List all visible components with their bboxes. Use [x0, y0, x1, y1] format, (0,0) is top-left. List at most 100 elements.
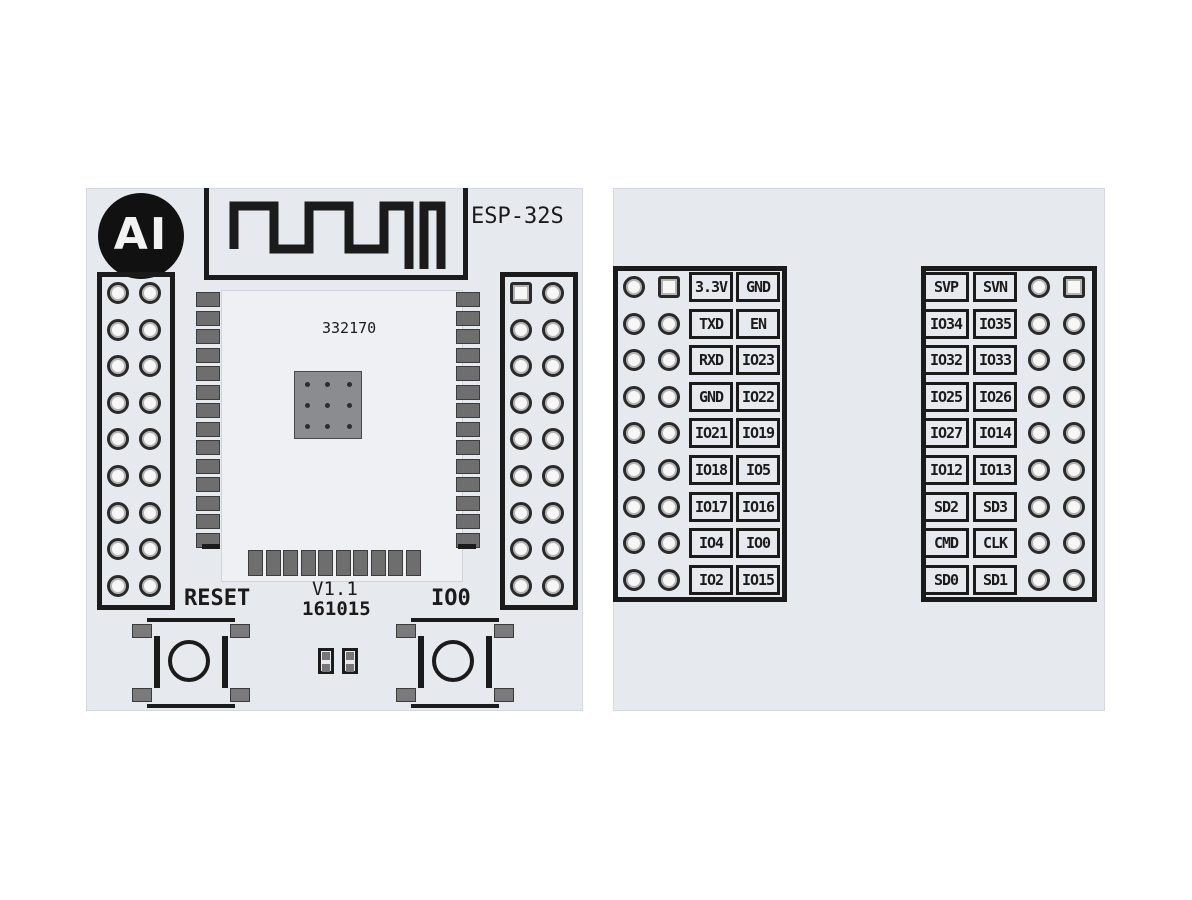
- module-pad: [370, 550, 386, 576]
- module-pad: [456, 495, 480, 511]
- header-hole: [542, 501, 564, 524]
- header-hole: [107, 428, 129, 451]
- header-hole: [658, 385, 680, 408]
- module-pad: [196, 421, 220, 437]
- header-hole: [139, 574, 161, 597]
- io0-label: IO0: [431, 586, 471, 611]
- header-hole: [623, 422, 645, 445]
- header-hole: [658, 422, 680, 445]
- pin-label: GND: [736, 272, 780, 302]
- module-pad: [335, 550, 351, 576]
- chip-ground-pad: [294, 371, 362, 439]
- pin-label: SVN: [973, 272, 1017, 302]
- module-pad: [318, 550, 333, 576]
- pin-label: IO19: [736, 418, 780, 449]
- module-pad: [405, 550, 421, 576]
- header-hole: [1063, 385, 1085, 408]
- module-pad: [196, 384, 220, 400]
- logo-text: AI: [113, 209, 169, 260]
- header-hole: [510, 355, 532, 378]
- header-hole: [542, 428, 564, 451]
- header-hole: [107, 282, 129, 304]
- pin-label: IO13: [973, 455, 1017, 485]
- io0-button[interactable]: [396, 618, 514, 708]
- antenna-keepout: [204, 188, 468, 280]
- header-hole: [107, 391, 129, 414]
- header-hole: [107, 465, 129, 487]
- smd-resistor: [318, 648, 334, 674]
- reset-button-circle-icon: [168, 640, 210, 682]
- header-hole: [510, 318, 532, 341]
- thermal-via: [347, 403, 352, 408]
- header-hole: [107, 355, 129, 378]
- module-pad: [300, 550, 316, 576]
- header-hole: [510, 574, 532, 597]
- thermal-via: [325, 382, 330, 387]
- pin-label: CMD: [923, 528, 969, 559]
- header-hole: [623, 276, 645, 298]
- reset-label: RESET: [184, 586, 251, 611]
- header-hole: [1028, 312, 1050, 335]
- pin-label: SVP: [923, 272, 969, 302]
- header-hole: [107, 318, 129, 341]
- right-pin-header: [500, 272, 578, 610]
- pin-label: IO4: [689, 528, 733, 559]
- module-pad: [196, 347, 220, 363]
- header-hole: [1028, 532, 1050, 555]
- reset-button[interactable]: [132, 618, 250, 708]
- header-hole: [510, 465, 532, 487]
- pin-label: IO0: [736, 528, 780, 559]
- header-hole: [1063, 495, 1085, 518]
- pin-label: IO15: [736, 564, 780, 595]
- thermal-via: [305, 424, 310, 429]
- pin-label: IO17: [689, 491, 733, 522]
- module-pad: [456, 477, 480, 492]
- module-pad: [388, 550, 403, 576]
- module-pad: [353, 550, 368, 576]
- thermal-via: [347, 382, 352, 387]
- pin-label: GND: [689, 381, 733, 412]
- header-hole: [542, 538, 564, 561]
- header-hole: [542, 318, 564, 341]
- header-hole: [1063, 276, 1085, 298]
- header-hole: [658, 312, 680, 335]
- ai-thinker-logo: AI: [98, 193, 184, 279]
- header-hole: [623, 532, 645, 555]
- module-pad: [196, 403, 220, 418]
- pin-label: IO18: [689, 455, 733, 485]
- pin-label: IO34: [923, 308, 969, 339]
- header-hole: [139, 282, 161, 304]
- header-hole: [623, 385, 645, 408]
- left-pin-header: [97, 272, 175, 610]
- pin-label: IO32: [923, 345, 969, 376]
- header-hole: [107, 501, 129, 524]
- pin-label: IO35: [973, 308, 1017, 339]
- header-hole: [623, 312, 645, 335]
- pin-label: IO27: [923, 418, 969, 449]
- header-hole: [623, 349, 645, 372]
- thermal-via: [305, 403, 310, 408]
- header-hole: [107, 538, 129, 561]
- header-hole: [623, 459, 645, 481]
- header-hole: [658, 568, 680, 591]
- header-hole: [1063, 312, 1085, 335]
- header-hole: [107, 574, 129, 597]
- header-hole: [1028, 495, 1050, 518]
- header-hole: [542, 282, 564, 304]
- header-hole: [139, 391, 161, 414]
- header-hole: [658, 495, 680, 518]
- header-hole: [139, 355, 161, 378]
- pin-label: SD3: [973, 491, 1017, 522]
- thermal-via: [325, 403, 330, 408]
- header-hole: [1063, 422, 1085, 445]
- header-hole: [139, 501, 161, 524]
- pin-label: EN: [736, 308, 780, 339]
- module-pad: [265, 550, 281, 576]
- pin-label: IO26: [973, 381, 1017, 412]
- header-hole: [658, 459, 680, 481]
- pin-label: IO21: [689, 418, 733, 449]
- header-hole: [510, 428, 532, 451]
- module-pad: [456, 384, 480, 400]
- header-hole: [658, 532, 680, 555]
- header-hole: [510, 282, 532, 304]
